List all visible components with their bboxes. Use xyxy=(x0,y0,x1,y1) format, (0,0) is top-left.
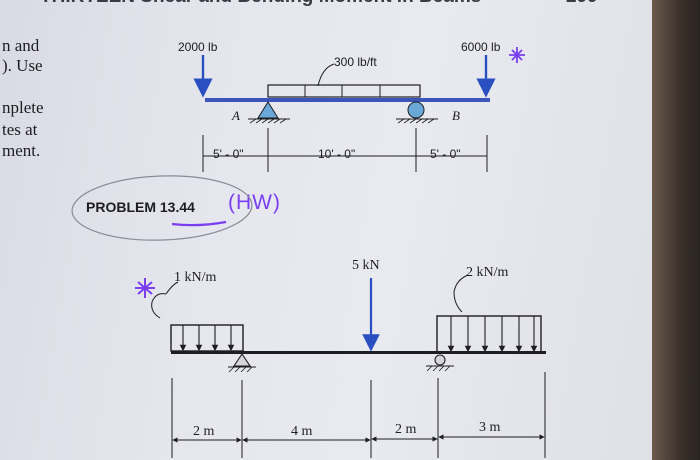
bottom-support-pin xyxy=(232,353,252,367)
problem-label: PROBLEM 13.44 xyxy=(86,199,195,215)
side-text-1: n and xyxy=(2,36,40,55)
bottom-dim-4: 3 m xyxy=(479,420,501,435)
beam-diagrams xyxy=(71,47,546,458)
bottom-load-right-label: 2 kN/m xyxy=(466,265,509,280)
side-text-2: ). Use xyxy=(2,56,43,75)
top-distributed-label: 300 lb/ft xyxy=(334,55,377,69)
side-text-4: tes at xyxy=(2,120,38,139)
header-title: THIRTEEN Shear and Bending Moment in Bea… xyxy=(40,0,481,8)
side-text-3: nplete xyxy=(2,98,44,117)
top-beam-group xyxy=(193,55,496,172)
star-mark-top xyxy=(509,47,525,63)
problem-underline xyxy=(171,220,227,227)
support-b-label: B xyxy=(452,108,460,123)
bottom-dim-2: 4 m xyxy=(291,424,313,439)
support-b xyxy=(407,101,425,119)
side-text-5: ment. xyxy=(2,141,41,160)
bottom-left-load-box xyxy=(170,324,244,352)
bottom-point-load-label: 5 kN xyxy=(352,258,380,273)
bottom-support-roller xyxy=(434,354,446,366)
bottom-right-load-box xyxy=(436,315,542,353)
bottom-beam-group xyxy=(151,274,546,458)
support-a xyxy=(257,101,279,119)
desk-edge xyxy=(652,0,700,460)
top-load-right-label: 6000 lb xyxy=(461,40,501,54)
top-dim-3: 5' - 0" xyxy=(430,147,461,161)
top-distributed-load-box xyxy=(267,84,421,98)
textbook-page: THIRTEEN Shear and Bending Moment in Bea… xyxy=(0,0,652,460)
hw-annotation: (HW) xyxy=(228,191,281,214)
right-load-leader xyxy=(453,274,469,313)
pen-marks xyxy=(135,47,525,298)
pencil-circle xyxy=(71,175,253,241)
top-dim-2: 10' - 0" xyxy=(318,147,356,161)
star-mark-bottom xyxy=(135,278,155,298)
bottom-dim-3: 2 m xyxy=(395,422,417,437)
support-a-label: A xyxy=(232,108,240,123)
left-load-leader xyxy=(151,293,167,319)
top-load-left-label: 2000 lb xyxy=(178,40,218,54)
bottom-load-left-label: 1 kN/m xyxy=(174,270,217,285)
top-dim-1: 5' - 0" xyxy=(213,147,244,161)
page-number: 299 xyxy=(566,0,598,8)
top-beam xyxy=(205,98,490,102)
bottom-beam xyxy=(171,351,546,354)
bottom-dim-1: 2 m xyxy=(193,424,215,439)
